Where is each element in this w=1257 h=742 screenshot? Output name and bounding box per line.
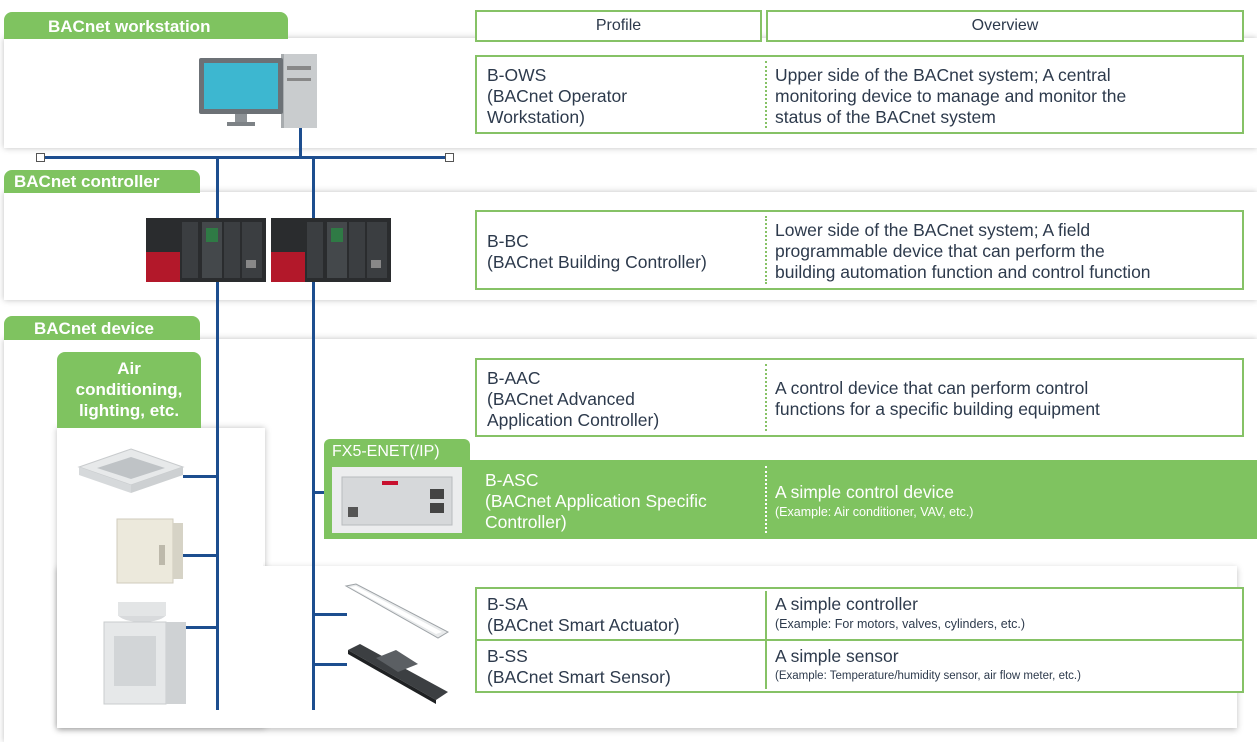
- row-sa-profile: B-SA (BACnet Smart Actuator): [487, 594, 680, 636]
- row-aac-overview-line-1: A control device that can perform contro…: [775, 378, 1089, 398]
- row-bc: B-BC (BACnet Building Controller) Lower …: [475, 210, 1244, 290]
- header-overview: Overview: [766, 10, 1244, 42]
- row-aac-overview-line-2: functions for a specific building equipm…: [775, 399, 1100, 419]
- row-asc-overview: A simple control device (Example: Air co…: [775, 482, 973, 521]
- thermostat-panel-icon: [116, 518, 183, 584]
- section-title-device: BACnet device: [34, 319, 154, 338]
- branch-ceiling-unit: [183, 475, 218, 478]
- row-bc-overview-line-3: building automation function and control…: [775, 262, 1151, 282]
- row-sa-profile-line-1: B-SA: [487, 594, 528, 614]
- outdoor-ac-unit-icon: [103, 602, 186, 705]
- row-ows-overview-line-3: status of the BACnet system: [775, 107, 996, 127]
- network-line-workstation-drop: [299, 126, 302, 157]
- row-sa-ss-separator: [765, 591, 767, 689]
- row-ows: B-OWS (BACnet Operator Workstation) Uppe…: [475, 55, 1244, 134]
- section-title-controller: BACnet controller: [14, 172, 160, 191]
- row-asc-profile-line-2: (BACnet Application Specific: [485, 491, 707, 511]
- branch-thermostat: [183, 554, 218, 557]
- row-ss-profile: B-SS (BACnet Smart Sensor): [487, 646, 671, 688]
- row-ss-overview: A simple sensor (Example: Temperature/hu…: [775, 646, 1081, 685]
- row-ows-separator: [765, 61, 767, 128]
- led-light-fixture-icon: [344, 583, 450, 639]
- ceiling-cassette-ac-icon: [77, 448, 185, 493]
- row-ows-profile-line-1: B-OWS: [487, 65, 547, 85]
- row-ows-profile: B-OWS (BACnet Operator Workstation): [487, 65, 627, 128]
- air-label-line-1: Air: [117, 359, 141, 378]
- network-line-vertical-left: [216, 157, 219, 710]
- header-profile: Profile: [475, 10, 762, 42]
- row-bc-profile-line-1: B-BC: [487, 231, 529, 251]
- air-conditioning-label: Air conditioning, lighting, etc.: [57, 352, 201, 428]
- branch-fx5: [313, 491, 333, 494]
- row-bc-profile-line-2: (BACnet Building Controller): [487, 252, 707, 272]
- row-aac-profile-line-2: (BACnet Advanced: [487, 389, 635, 409]
- fx5-box: FX5-ENET(/IP): [324, 439, 470, 539]
- row-ss-profile-line-1: B-SS: [487, 646, 528, 666]
- row-asc-example: (Example: Air conditioner, VAV, etc.): [775, 505, 974, 519]
- row-ows-profile-line-3: Workstation): [487, 107, 585, 127]
- air-label-line-3: lighting, etc.: [78, 401, 180, 420]
- row-ows-profile-line-2: (BACnet Operator: [487, 86, 628, 106]
- row-asc-profile: B-ASC (BACnet Application Specific Contr…: [485, 470, 707, 533]
- fx5-module-icon: [332, 467, 462, 533]
- row-asc-overview-text: A simple control device: [775, 482, 954, 502]
- row-asc-profile-line-3: Controller): [485, 512, 567, 532]
- branch-outdoor-unit: [183, 626, 218, 629]
- row-aac-profile: B-AAC (BACnet Advanced Application Contr…: [487, 368, 659, 431]
- section-tab-workstation: BACnet workstation: [4, 12, 288, 39]
- row-ss-example: (Example: Temperature/humidity sensor, a…: [775, 670, 1081, 682]
- row-ss-profile-line-2: (BACnet Smart Sensor): [487, 667, 671, 687]
- row-sa-overview: A simple controller (Example: For motors…: [775, 594, 1025, 633]
- branch-sensor: [313, 663, 347, 666]
- section-tab-controller: BACnet controller: [4, 170, 200, 193]
- linear-actuator-icon: [348, 644, 448, 704]
- row-sa-ss: B-SA (BACnet Smart Actuator) B-SS (BACne…: [475, 587, 1244, 693]
- network-terminator-left: [36, 153, 45, 162]
- network-line-horizontal: [40, 156, 450, 159]
- row-ows-overview: Upper side of the BACnet system; A centr…: [775, 65, 1126, 128]
- building-controller-plc-icon-2: [271, 218, 391, 282]
- section-tab-device: BACnet device: [4, 316, 200, 340]
- row-asc-separator: [765, 466, 767, 533]
- section-title-workstation: BACnet workstation: [48, 17, 211, 36]
- row-ss-overview-text: A simple sensor: [775, 646, 899, 666]
- row-bc-separator: [765, 216, 767, 284]
- row-sa-divider: [477, 639, 1242, 641]
- row-bc-overview-line-2: programmable device that can perform the: [775, 241, 1105, 261]
- row-bc-profile: B-BC (BACnet Building Controller): [487, 231, 707, 273]
- row-aac-profile-line-1: B-AAC: [487, 368, 541, 388]
- branch-actuator: [313, 613, 347, 616]
- row-bc-overview: Lower side of the BACnet system; A field…: [775, 220, 1151, 283]
- row-aac: B-AAC (BACnet Advanced Application Contr…: [475, 358, 1244, 437]
- row-ows-overview-line-2: monitoring device to manage and monitor …: [775, 86, 1127, 106]
- fx5-label: FX5-ENET(/IP): [332, 443, 440, 460]
- workstation-computer-icon: [199, 54, 317, 128]
- network-line-vertical-right: [312, 157, 315, 710]
- row-aac-overview: A control device that can perform contro…: [775, 378, 1100, 420]
- row-sa-profile-line-2: (BACnet Smart Actuator): [487, 615, 680, 635]
- row-aac-separator: [765, 364, 767, 431]
- row-aac-profile-line-3: Application Controller): [487, 410, 660, 430]
- row-asc-profile-line-1: B-ASC: [485, 470, 539, 490]
- building-controller-plc-icon-1: [146, 218, 266, 282]
- air-label-line-2: conditioning,: [75, 380, 183, 399]
- row-sa-example: (Example: For motors, valves, cylinders,…: [775, 617, 1026, 631]
- row-ows-overview-line-1: Upper side of the BACnet system; A centr…: [775, 65, 1111, 85]
- row-bc-overview-line-1: Lower side of the BACnet system; A field: [775, 220, 1091, 240]
- row-sa-overview-text: A simple controller: [775, 594, 918, 614]
- network-terminator-right: [445, 153, 454, 162]
- row-asc: B-ASC (BACnet Application Specific Contr…: [470, 460, 1257, 539]
